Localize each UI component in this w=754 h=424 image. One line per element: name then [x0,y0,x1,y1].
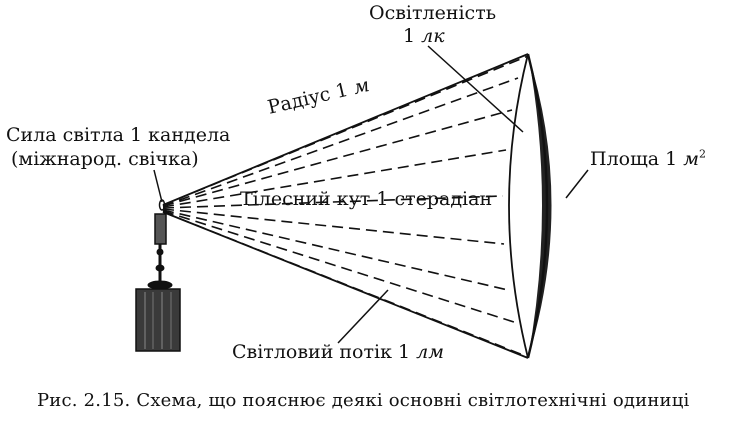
illuminance-number: 1 [403,25,416,47]
candle-icon [147,199,173,290]
pointer-lines [153,45,589,344]
area-unit: м [683,148,700,170]
area-text: Площа 1 [590,148,678,170]
intensity-label: Сила світла 1 кандела [6,124,231,146]
intensity-sublabel: (міжнарод. свічка) [11,148,199,170]
cone-edges [162,53,529,359]
area-label: Площа 1 м2 [590,148,706,170]
solid-angle-label: Тілесний кут 1 стерадіан [240,188,493,210]
area-exponent: 2 [699,147,707,161]
illuminance-value: 1 лк [403,25,445,47]
illuminance-unit: лк [421,25,445,47]
illuminance-label: Освітленість [369,2,497,24]
flux-unit: лм [416,341,444,363]
flux-label: Світловий потік 1 лм [232,341,444,363]
spherical-cap [508,53,552,359]
figure-caption: Рис. 2.15. Схема, що пояснює деякі основ… [37,390,690,411]
candle-stand [135,288,181,352]
flux-text: Світловий потік 1 [232,341,411,363]
